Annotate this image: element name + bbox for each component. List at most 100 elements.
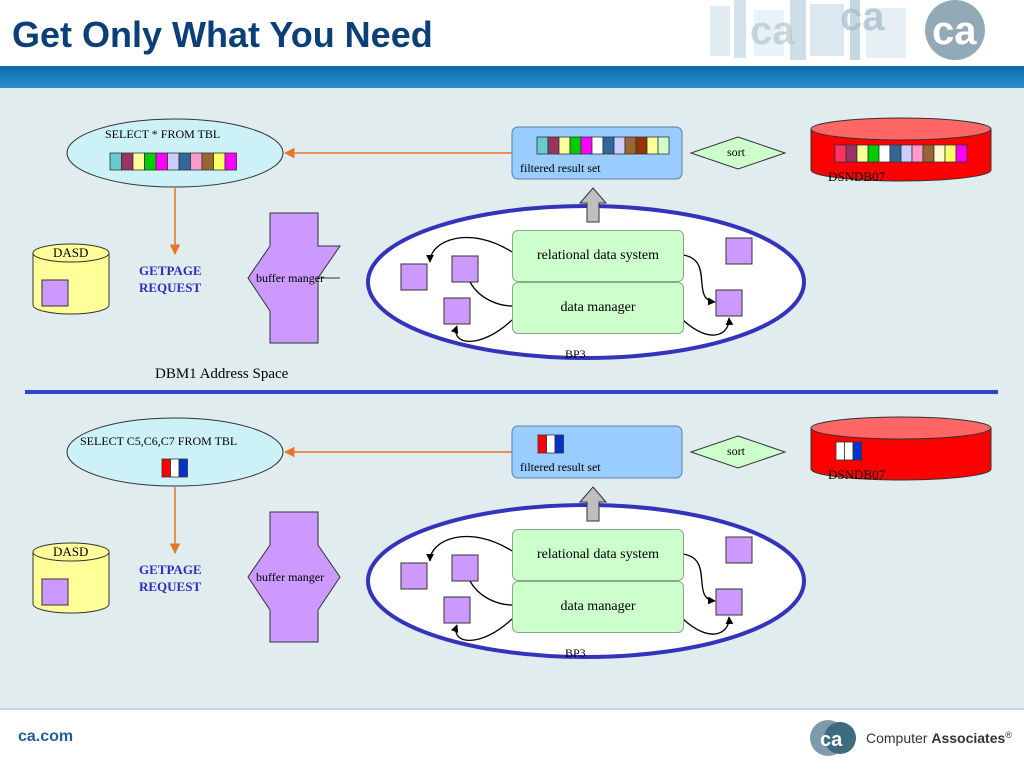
bottom-buffer-manager-shape xyxy=(247,511,341,643)
result-cell xyxy=(580,136,593,155)
top-page-block xyxy=(715,289,743,317)
top-page-block xyxy=(725,237,753,265)
db-cell xyxy=(845,144,858,163)
row-cell xyxy=(201,152,214,171)
bottom-db-row xyxy=(835,441,862,461)
bottom-query-text: SELECT C5,C6,C7 FROM TBL xyxy=(80,434,238,448)
row-cell xyxy=(132,152,145,171)
result-cell xyxy=(657,136,670,155)
bottom-page-block xyxy=(443,596,471,624)
bottom-dm-label: data manager xyxy=(560,599,636,614)
bottom-getpage-line2: REQUEST xyxy=(139,579,202,594)
bottom-data-manager-box: data manager xyxy=(512,581,684,633)
bottom-relational-data-system-box: relational data system xyxy=(512,529,684,581)
row-cell xyxy=(155,152,168,171)
row-cell xyxy=(178,152,191,171)
top-buffer-manager-shape xyxy=(247,212,341,344)
result-cell xyxy=(591,136,604,155)
db-cell xyxy=(878,144,891,163)
db-cell xyxy=(900,144,913,163)
row-cell xyxy=(167,152,180,171)
bottom-dsndb07-cylinder xyxy=(810,416,992,481)
top-query-text: SELECT * FROM TBL xyxy=(105,127,221,141)
top-bp-label: BP3 xyxy=(565,347,586,361)
row-cell xyxy=(213,152,226,171)
ca-logo-icon: ca xyxy=(810,720,856,756)
result-cell xyxy=(537,434,547,454)
bottom-getpage-line1: GETPAGE xyxy=(139,562,202,577)
bottom-result-label: filtered result set xyxy=(520,460,601,474)
bottom-curve-arrow xyxy=(469,580,513,606)
top-relational-data-system-box: relational data system xyxy=(512,230,684,282)
bottom-sort-label: sort xyxy=(727,444,745,458)
footer-url[interactable]: ca.com xyxy=(18,728,74,745)
result-cell xyxy=(536,136,549,155)
result-cell xyxy=(646,136,659,155)
top-curve-arrow xyxy=(450,319,513,343)
bottom-dasd-page xyxy=(41,578,69,606)
top-db-row xyxy=(834,144,968,163)
top-sort-diamond xyxy=(689,136,787,170)
row-cell xyxy=(109,152,122,171)
slide-title: Get Only What You Need xyxy=(12,14,433,55)
top-curve-arrow xyxy=(426,236,513,263)
db-cell xyxy=(922,144,935,163)
top-page-block xyxy=(451,255,479,283)
svg-text:ca: ca xyxy=(840,0,885,39)
top-query-row xyxy=(109,152,237,171)
db-cell xyxy=(911,144,924,163)
db-cell xyxy=(856,144,869,163)
address-space-label: DBM1 Address Space xyxy=(155,366,289,382)
result-cell xyxy=(602,136,615,155)
top-dm-label: data manager xyxy=(560,300,636,315)
result-cell xyxy=(547,136,560,155)
bottom-page-block xyxy=(400,562,428,590)
bottom-rds-label: relational data system xyxy=(536,547,660,562)
bottom-query-row xyxy=(161,458,188,478)
top-page-block xyxy=(443,297,471,325)
bottom-dasd-cylinder xyxy=(32,542,110,614)
top-db-label: DSNDB07 xyxy=(828,169,886,184)
top-dasd-label: DASD xyxy=(53,245,89,260)
ca-logo-watermark: ca ca ca xyxy=(670,0,1024,66)
top-curve-arrow xyxy=(682,254,716,306)
db-cell xyxy=(867,144,880,163)
footer-company-name: Computer Associates® xyxy=(866,730,1012,746)
result-cell xyxy=(624,136,637,155)
db-cell xyxy=(933,144,946,163)
bottom-getpage-request: GETPAGE REQUEST xyxy=(139,561,202,595)
bottom-page-block xyxy=(715,588,743,616)
row-cell xyxy=(121,152,134,171)
row-cell xyxy=(178,458,188,478)
bottom-curve-arrow xyxy=(426,535,513,562)
result-cell xyxy=(613,136,626,155)
bottom-page-block xyxy=(451,554,479,582)
header-rule xyxy=(0,66,1024,88)
top-section xyxy=(32,117,992,360)
db-cell xyxy=(955,144,968,163)
bottom-dasd-label: DASD xyxy=(53,544,89,559)
db-cell xyxy=(834,144,847,163)
top-getpage-line2: REQUEST xyxy=(139,280,202,295)
db-cell xyxy=(844,441,854,461)
result-cell xyxy=(546,434,556,454)
bottom-query-ellipse xyxy=(66,417,284,487)
svg-text:ca: ca xyxy=(820,729,843,751)
db-cell xyxy=(852,441,862,461)
top-curve-arrow xyxy=(682,317,734,336)
row-cell xyxy=(161,458,171,478)
top-buffer-label: buffer manger xyxy=(256,271,325,285)
db-cell xyxy=(835,441,845,461)
top-dasd-page xyxy=(41,279,69,307)
result-cell xyxy=(554,434,564,454)
row-cell xyxy=(224,152,237,171)
bottom-curve-arrow xyxy=(682,553,716,605)
db-cell xyxy=(944,144,957,163)
top-dasd-cylinder xyxy=(32,243,110,315)
bottom-db-label: DSNDB07 xyxy=(828,467,886,482)
bottom-up-arrow xyxy=(578,486,608,522)
top-result-label: filtered result set xyxy=(520,161,601,175)
bottom-curve-arrow xyxy=(450,618,513,642)
top-curve-arrow xyxy=(469,281,513,307)
result-cell xyxy=(635,136,648,155)
